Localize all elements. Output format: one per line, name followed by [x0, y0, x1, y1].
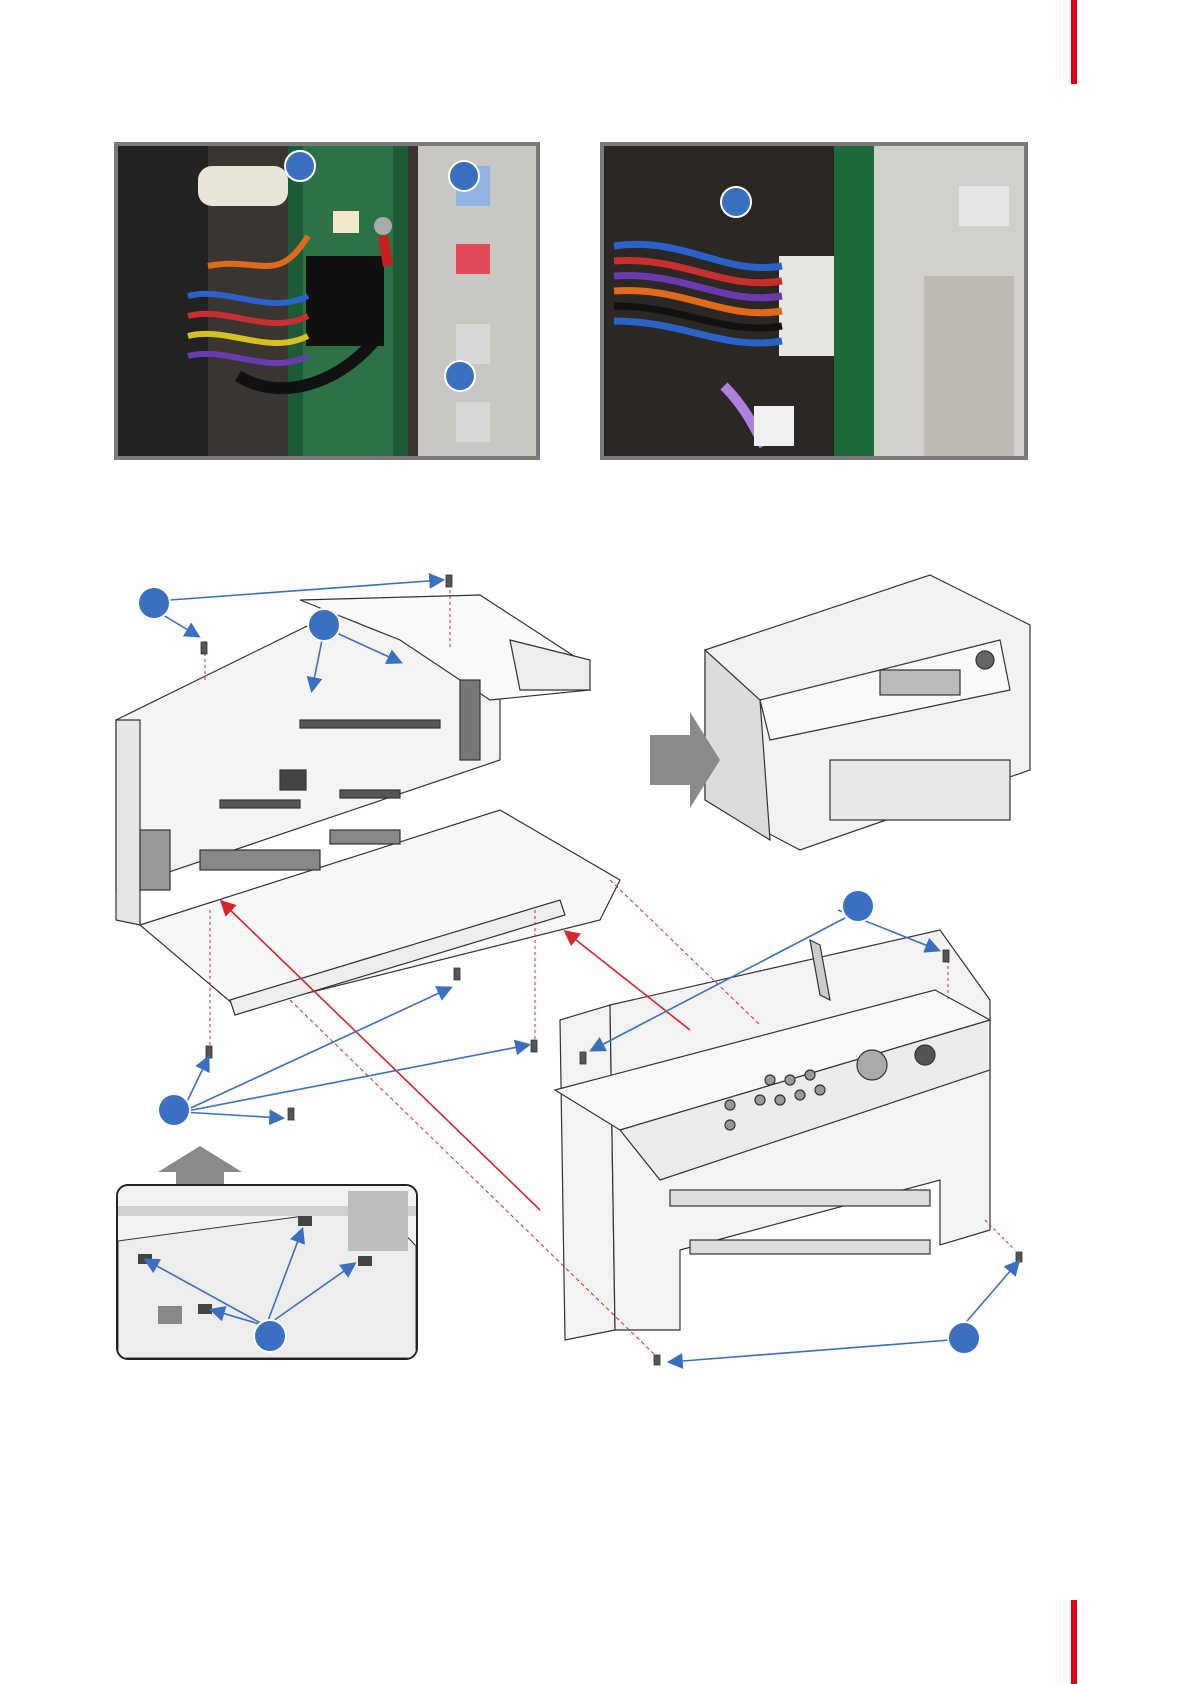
front-panel-assembly: [555, 930, 990, 1340]
bottom-view-detail: [118, 1186, 416, 1358]
backplane-assembly: [116, 595, 620, 1015]
inset-detail: [116, 1184, 418, 1360]
assembled-unit: [705, 575, 1030, 850]
